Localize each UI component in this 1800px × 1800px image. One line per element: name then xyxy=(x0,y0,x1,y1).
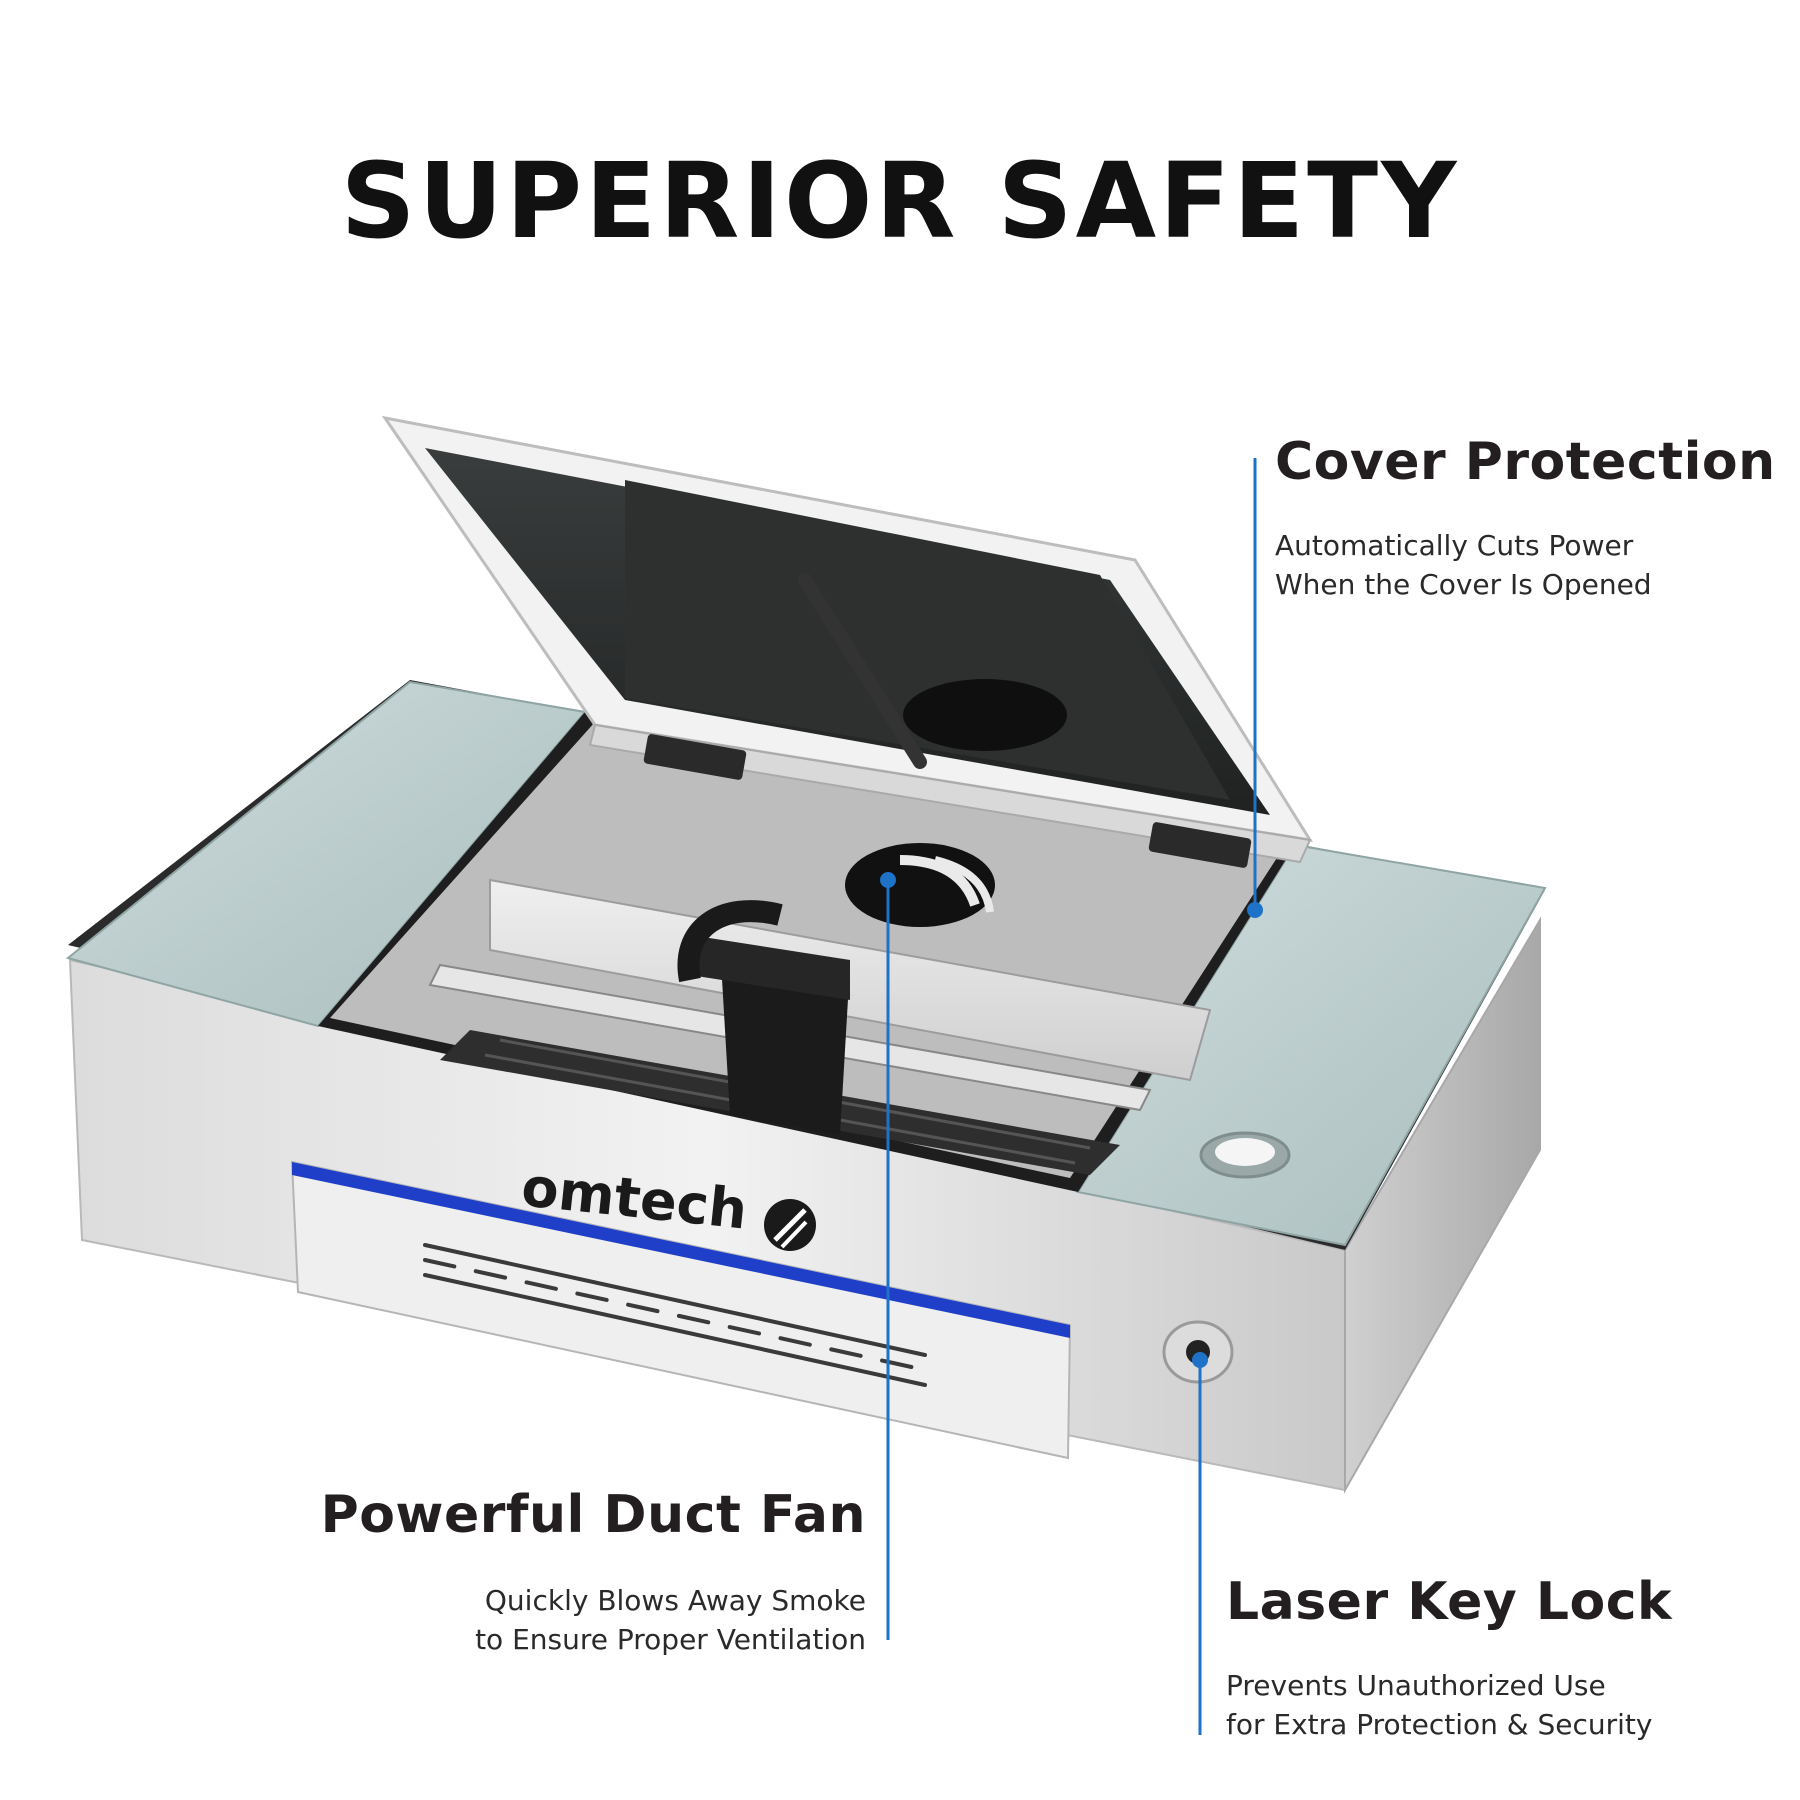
callout-description-line: to Ensure Proper Ventilation xyxy=(475,1623,866,1656)
right-glass-panel xyxy=(1076,843,1547,1247)
callout-duct-fan: Powerful Duct Fan Quickly Blows Away Smo… xyxy=(300,1485,866,1659)
front-drawer xyxy=(290,1160,1072,1460)
callout-description-line: Quickly Blows Away Smoke xyxy=(484,1584,866,1617)
callout-description-line: Automatically Cuts Power xyxy=(1275,529,1634,562)
open-lid xyxy=(381,415,1314,864)
callout-title: Powerful Duct Fan xyxy=(320,1485,866,1545)
callout-description-line: for Extra Protection & Security xyxy=(1226,1708,1653,1741)
fan-leader-dot xyxy=(880,872,896,888)
callout-description-line: When the Cover Is Opened xyxy=(1275,568,1652,601)
lock-leader-dot xyxy=(1192,1352,1208,1368)
page-title: SUPERIOR SAFETY xyxy=(340,140,1460,262)
callout-cover-protection: Cover Protection Automatically Cuts Powe… xyxy=(1275,432,1776,604)
callout-title: Laser Key Lock xyxy=(1226,1572,1673,1632)
cover-leader-dot xyxy=(1247,902,1263,918)
callout-description-line: Prevents Unauthorized Use xyxy=(1226,1669,1606,1702)
callout-laser-key-lock: Laser Key Lock Prevents Unauthorized Use… xyxy=(1226,1572,1672,1744)
callout-dots xyxy=(880,872,1263,1368)
work-area xyxy=(318,712,1295,1192)
callout-leaders xyxy=(886,458,1257,1735)
key-lock xyxy=(1162,1320,1234,1384)
duct-fan xyxy=(845,843,995,927)
power-button xyxy=(1199,1131,1291,1179)
callout-title: Cover Protection xyxy=(1275,432,1776,492)
hinge-right xyxy=(1148,822,1252,868)
hinge-left xyxy=(643,734,747,780)
